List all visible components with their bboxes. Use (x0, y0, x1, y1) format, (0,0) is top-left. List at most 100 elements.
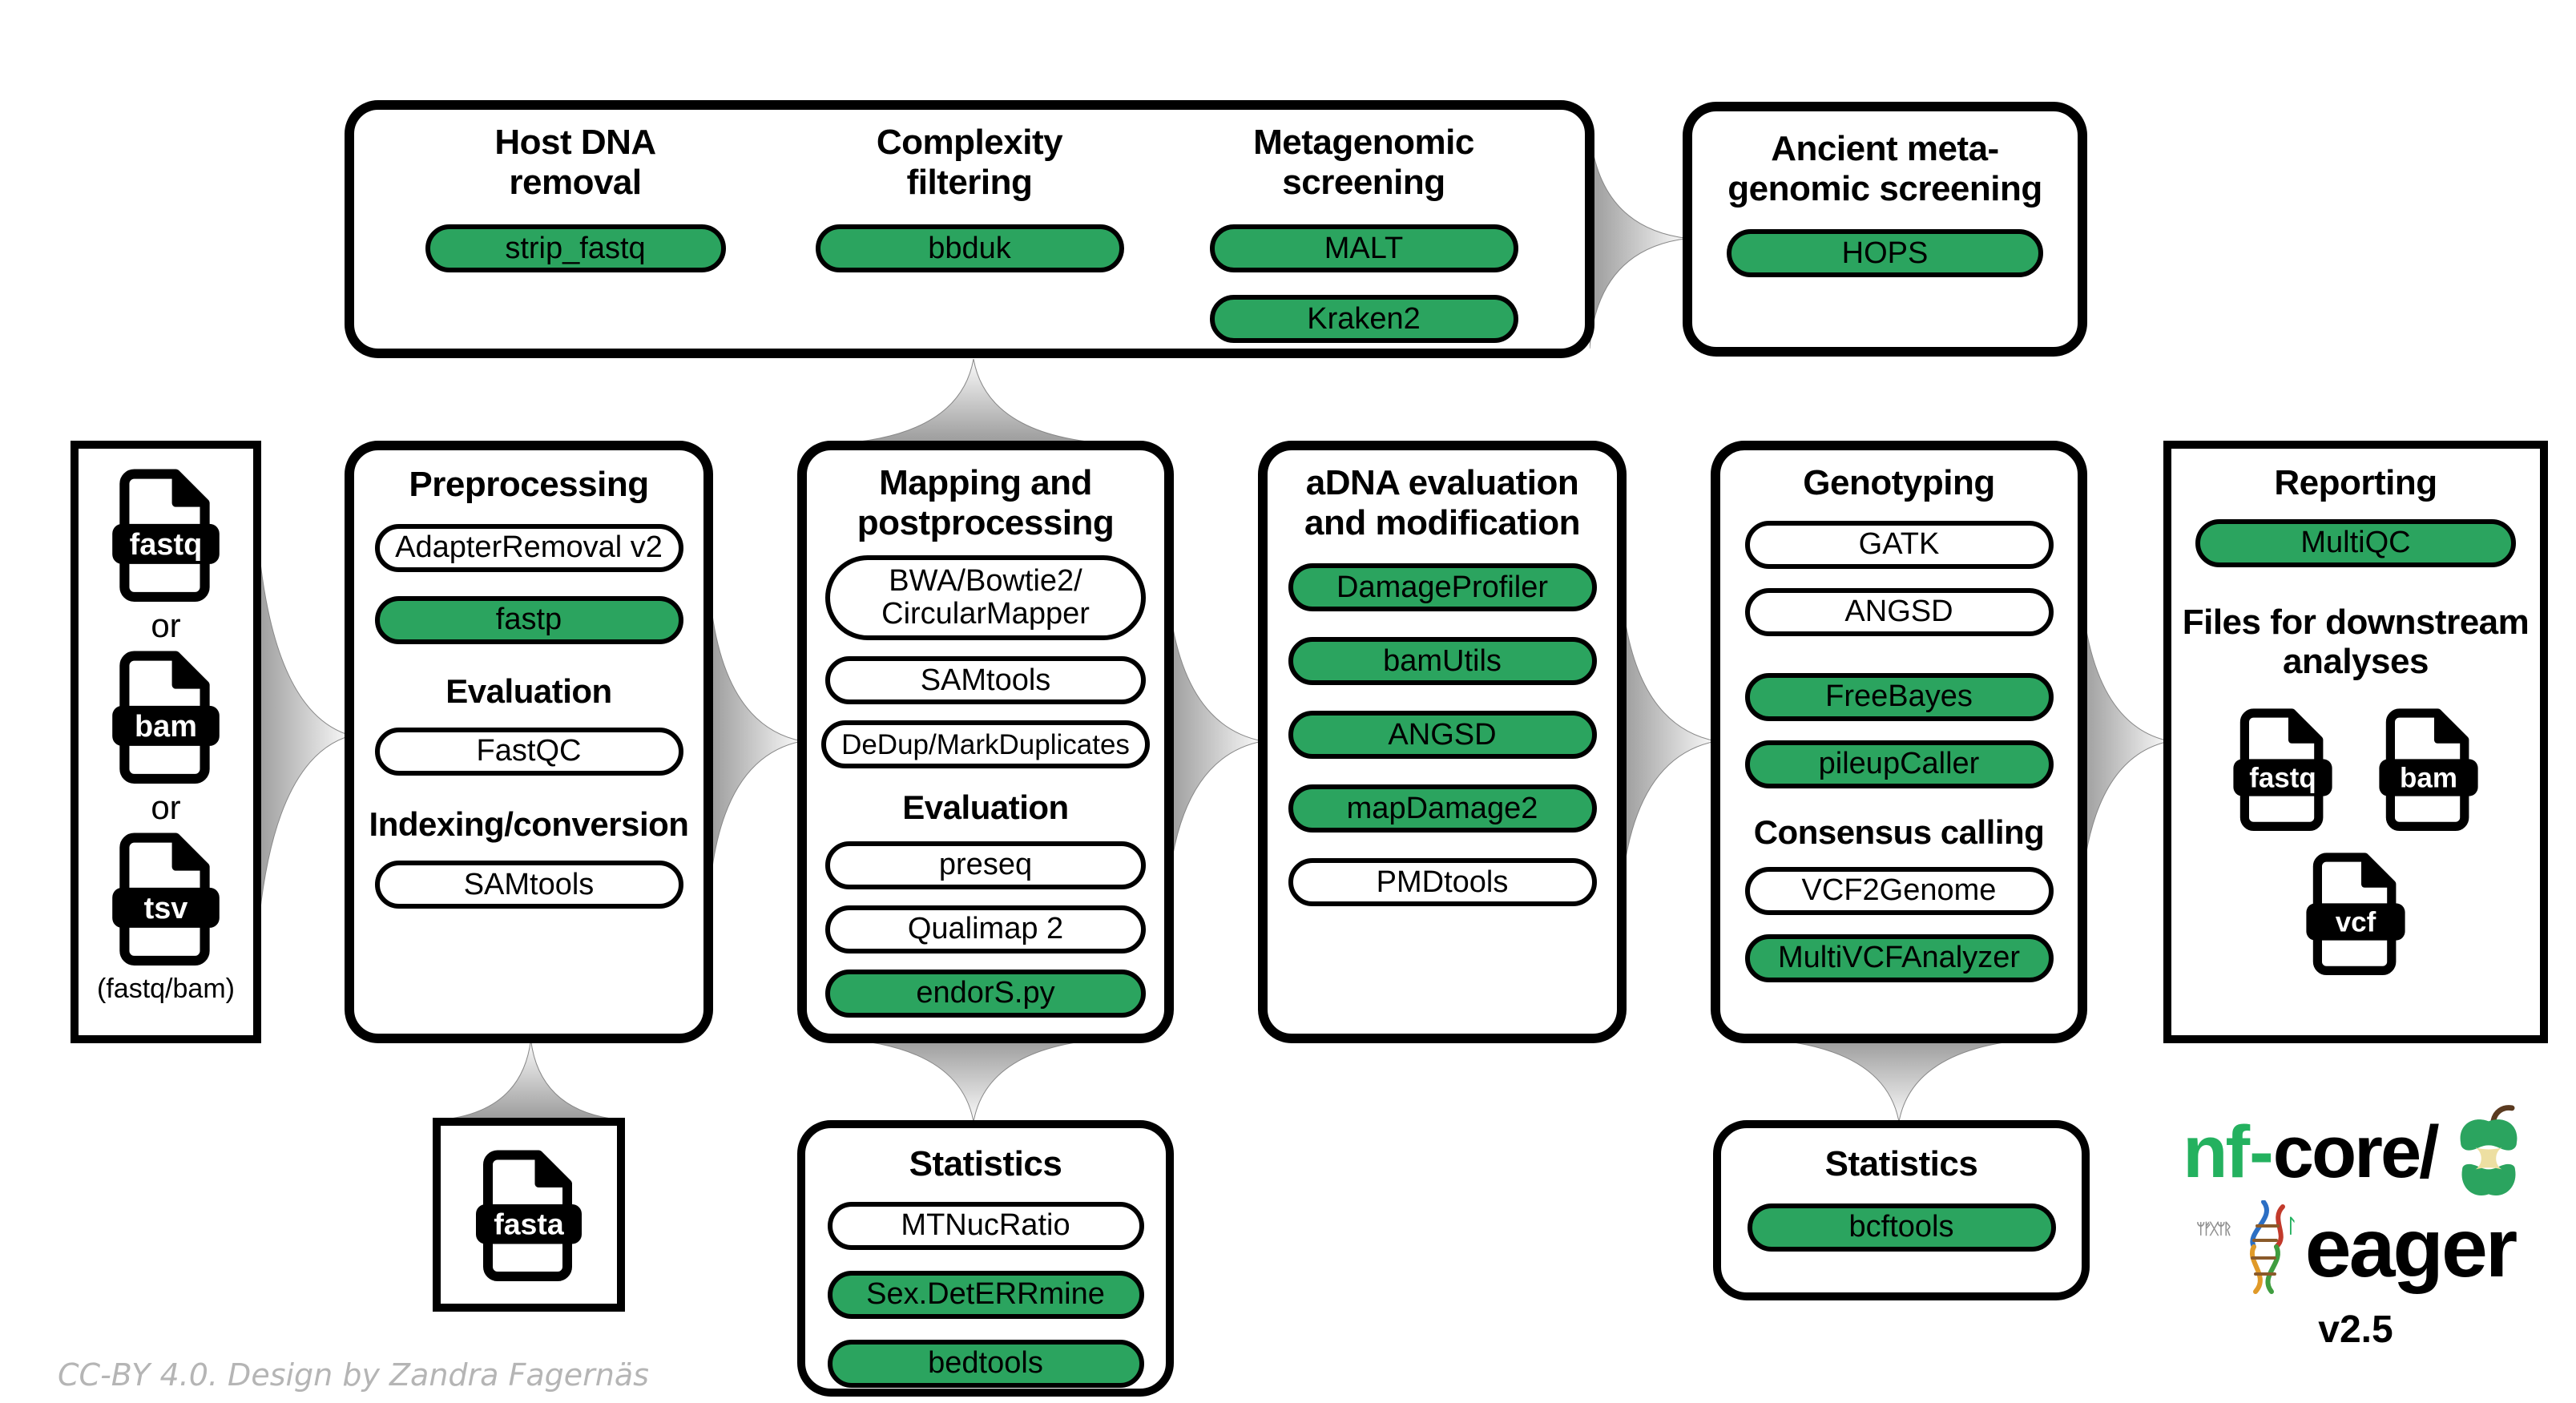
adna-title: aDNA evaluation and modification (1304, 463, 1581, 542)
logo-version: v2.5 (2318, 1308, 2393, 1351)
mapper-pill-line2: CircularMapper (881, 597, 1090, 631)
input-files-box: fastq or bam or tsv (fastq/bam) (71, 441, 261, 1043)
statistics-genotyping-title: Statistics (1824, 1144, 1978, 1183)
adna-box: aDNA evaluation and modification DamageP… (1258, 441, 1627, 1043)
host-dna-removal-title: Host DNA removal (494, 123, 656, 202)
tool-pill-pileupcaller: pileupCaller (1744, 740, 2054, 788)
downstream-files-row: fastq bam (2227, 708, 2485, 832)
downstream-files-heading-line2: analyses (2283, 642, 2429, 682)
nf-core-eager-logo: nf-core/ ᛘᚠᚷᛘᚱ ᛚ eager v2.5 (2131, 1105, 2576, 1352)
metagenomic-screening-title: Metagenomic screening (1253, 123, 1474, 202)
tool-pill-fastp: fastp (374, 595, 683, 644)
genotyping-title: Genotyping (1803, 463, 1995, 502)
mapping-box: Mapping and postprocessing BWA/Bowtie2/ … (797, 441, 1174, 1043)
reporting-title: Reporting (2274, 463, 2437, 502)
vcf-output-file-label: vcf (2336, 907, 2376, 938)
or-separator-2: or (151, 788, 181, 826)
tool-pill-angsd-adna: ANGSD (1288, 711, 1597, 760)
tool-pill-damageprofiler: DamageProfiler (1288, 563, 1597, 612)
apple-core-icon (2460, 1105, 2518, 1196)
tool-pill-fastqc: FastQC (374, 727, 683, 776)
tool-pill-multiqc: MultiQC (2195, 518, 2516, 567)
tool-pill-mapdamage2: mapDamage2 (1288, 784, 1597, 833)
logo-nf-text: nf (2183, 1111, 2250, 1193)
fastq-file-icon: fastq (112, 469, 220, 602)
consensus-calling-subhead: Consensus calling (1753, 812, 2045, 851)
reporting-box: Reporting MultiQC Files for downstream a… (2163, 441, 2548, 1043)
tool-pill-freebayes: FreeBayes (1744, 672, 2054, 721)
arrow-input-to-preprocessing (255, 487, 351, 984)
tool-pill-hops: HOPS (1727, 229, 2043, 278)
tool-pill-bbduk: bbduk (815, 224, 1124, 273)
tool-pill-pmdtools: PMDtools (1288, 858, 1597, 907)
host-dna-removal-title-line2: removal (509, 162, 642, 202)
fastq-output-file-label: fastq (2249, 763, 2316, 794)
mapping-title-line1: Mapping and (879, 463, 1092, 502)
metagenomic-screening-section: Metagenomic screening MALT Kraken2 (1167, 123, 1561, 344)
tool-pill-endors-py: endorS.py (825, 969, 1146, 1018)
downstream-files-heading-line1: Files for downstream (2182, 602, 2530, 642)
arrow-fasta-to-preprocessing (437, 1040, 625, 1120)
complexity-filtering-title-line1: Complexity (876, 123, 1063, 162)
arrow-genotyping-to-reporting (2080, 573, 2170, 909)
statistics-mapping-box: Statistics MTNucRatio Sex.DetERRmine bed… (797, 1120, 1174, 1397)
arrow-adna-to-genotyping (1620, 573, 1716, 909)
attribution-text: CC-BY 4.0. Design by Zandra Fagernäs (58, 1357, 649, 1393)
adna-title-line2: and modification (1304, 502, 1581, 542)
vcf-output-file-icon: vcf (2306, 853, 2405, 976)
tool-pill-sexdeterrmine: Sex.DetERRmine (827, 1270, 1144, 1319)
tool-pill-bwa-bowtie2-circularmapper: BWA/Bowtie2/ CircularMapper (825, 555, 1146, 641)
bam-output-file-icon: bam (2379, 708, 2478, 832)
mapper-pill-line1: BWA/Bowtie2/ (889, 564, 1082, 599)
statistics-mapping-title: Statistics (909, 1144, 1062, 1183)
tool-pill-samtools-preprocessing: SAMtools (374, 861, 683, 909)
arrow-mapping-to-statistics (833, 1038, 1114, 1122)
preprocessing-indexing-subhead: Indexing/conversion (369, 804, 689, 843)
logo-eager-text: eager (2304, 1202, 2518, 1295)
logo-line-nf-core: nf-core/ (2183, 1105, 2528, 1205)
ancient-screening-title-line2: genomic screening (1727, 168, 2042, 208)
bam-file-icon: bam (112, 651, 220, 784)
metagenomic-screening-title-line1: Metagenomic (1253, 123, 1474, 162)
statistics-genotyping-box: Statistics bcftools (1713, 1120, 2090, 1300)
complexity-filtering-title-line2: filtering (906, 162, 1033, 202)
complexity-filtering-section: Complexity filtering bbduk (772, 123, 1167, 273)
input-format-note: (fastq/bam) (97, 974, 235, 1004)
dna-helix-icon: ᛘᚠᚷᛘᚱ ᛚ (2196, 1200, 2297, 1294)
fasta-file-label: fasta (494, 1207, 565, 1240)
tool-pill-qualimap2: Qualimap 2 (825, 905, 1146, 953)
rune-accent: ᛚ (2286, 1215, 2295, 1237)
preprocessing-title: Preprocessing (409, 465, 649, 504)
tool-pill-malt: MALT (1209, 224, 1518, 273)
complexity-filtering-title: Complexity filtering (876, 123, 1063, 202)
tool-pill-gatk: GATK (1744, 520, 2054, 569)
arrow-mapping-to-adna (1167, 573, 1263, 909)
mapping-evaluation-subhead: Evaluation (902, 788, 1069, 827)
logo-core-text: core/ (2272, 1111, 2440, 1193)
arrow-mapping-to-topstrip (833, 359, 1114, 444)
tool-pill-kraken2: Kraken2 (1209, 295, 1518, 344)
arrow-preprocessing-to-mapping (708, 573, 802, 909)
fastq-output-file-icon: fastq (2233, 708, 2332, 832)
rune-text: ᛘᚠᚷᛘᚱ (2196, 1220, 2231, 1238)
downstream-files-heading: Files for downstream analyses (2183, 603, 2530, 682)
preprocessing-box: Preprocessing AdapterRemoval v2 fastp Ev… (345, 441, 713, 1043)
tool-pill-strip-fastq: strip_fastq (425, 224, 726, 273)
bam-file-label: bam (135, 710, 197, 744)
metagenomic-screening-title-line2: screening (1282, 162, 1445, 202)
tsv-file-label: tsv (144, 892, 188, 925)
tool-pill-bcftools: bcftools (1747, 1203, 2056, 1252)
tool-pill-dedup-markduplicates: DeDup/MarkDuplicates (821, 720, 1150, 769)
tsv-file-icon: tsv (112, 833, 220, 966)
tool-pill-mtnucratio: MTNucRatio (827, 1201, 1144, 1250)
ancient-screening-title: Ancient meta- genomic screening (1727, 129, 2042, 208)
preprocessing-evaluation-subhead: Evaluation (445, 671, 612, 710)
genotyping-box: Genotyping GATK ANGSD FreeBayes pileupCa… (1711, 441, 2087, 1043)
ancient-screening-title-line1: Ancient meta- (1771, 129, 1999, 168)
tool-pill-multivcfanalyzer: MultiVCFAnalyzer (1744, 933, 2054, 982)
logo-line-eager: ᛘᚠᚷᛘᚱ ᛚ eager (2196, 1200, 2518, 1296)
mapping-title: Mapping and postprocessing (857, 463, 1115, 542)
ancient-screening-box: Ancient meta- genomic screening HOPS (1683, 102, 2087, 357)
tool-pill-adapterremoval: AdapterRemoval v2 (374, 523, 683, 572)
